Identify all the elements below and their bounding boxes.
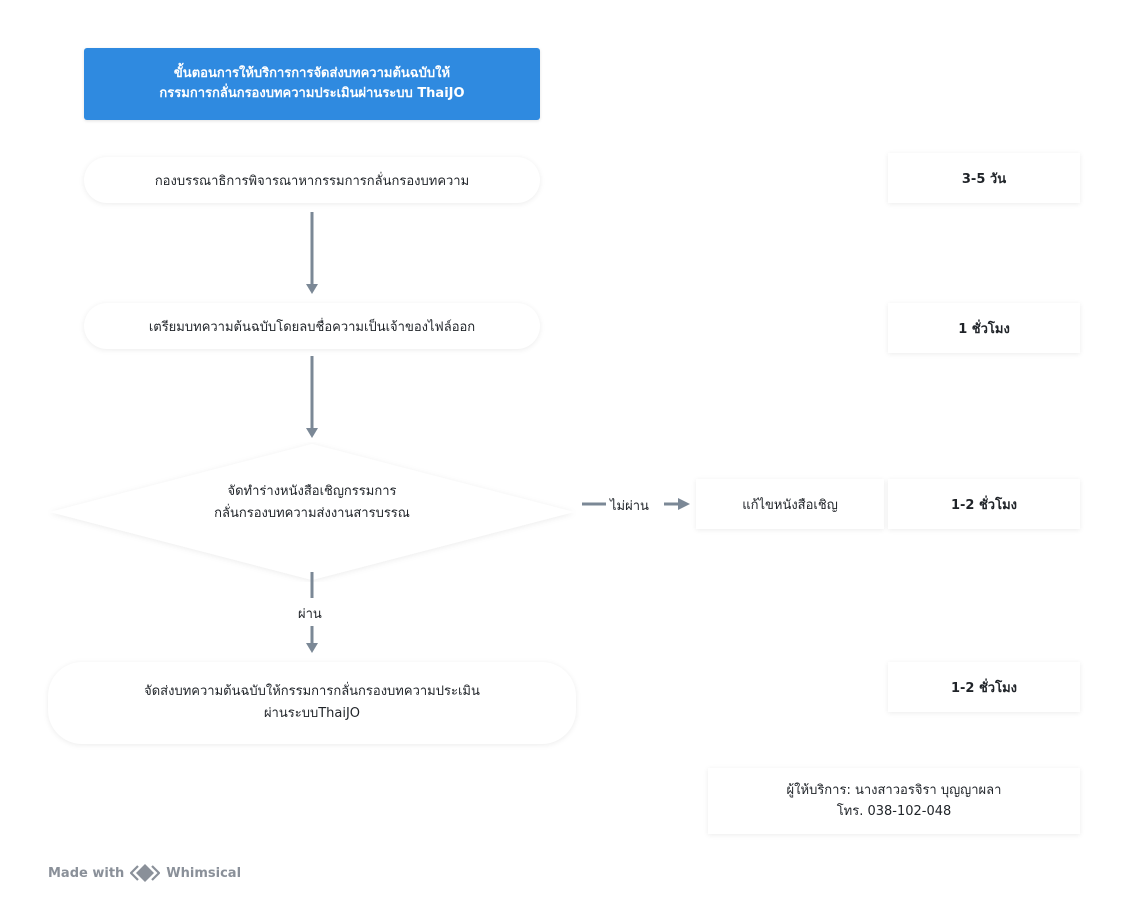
decision-line2: กลั่นกรองบทความส่งงานสารบรรณ	[214, 506, 410, 521]
whimsical-brand: Whimsical	[166, 865, 242, 881]
flow-title: ขั้นตอนการให้บริการการจัดส่งบทความต้นฉบั…	[84, 48, 540, 120]
step-prepare-manuscript: เตรียมบทความต้นฉบับโดยลบชื่อความเป็นเจ้า…	[84, 303, 540, 349]
arrowhead-step4	[306, 643, 318, 653]
arrowhead-decision	[306, 428, 318, 438]
decision-draft-invitation: จัดทำร่างหนังสือเชิญกรรมการ กลั่นกรองบทค…	[120, 480, 504, 526]
step-prepare-manuscript-label: เตรียมบทความต้นฉบับโดยลบชื่อความเป็นเจ้า…	[148, 319, 476, 335]
flow-title-line1: ขั้นตอนการให้บริการการจัดส่งบทความต้นฉบั…	[173, 66, 451, 81]
duration-step4: 1-2 ชั่วโมง	[888, 662, 1080, 712]
duration-step1-label: 3-5 วัน	[961, 171, 1007, 187]
duration-step2-label: 1 ชั่วโมง	[958, 321, 1010, 337]
fix-invitation-label: แก้ไขหนังสือเชิญ	[742, 497, 838, 513]
label-fail: ไม่ผ่าน	[608, 495, 651, 516]
decision-line1: จัดทำร่างหนังสือเชิญกรรมการ	[227, 484, 397, 499]
duration-step2: 1 ชั่วโมง	[888, 303, 1080, 353]
duration-step1: 3-5 วัน	[888, 153, 1080, 203]
decision-diamond	[50, 444, 574, 580]
flow-title-line2: กรรมการกลั่นกรองบทความประเมินผ่านระบบ Th…	[159, 86, 465, 101]
duration-step3-label: 1-2 ชั่วโมง	[950, 497, 1018, 513]
duration-step4-label: 1-2 ชั่วโมง	[950, 680, 1018, 696]
provider-phone: โทร. 038-102-048	[836, 804, 952, 819]
step-send-to-reviewers: จัดส่งบทความต้นฉบับให้กรรมการกลั่นกรองบท…	[48, 662, 576, 744]
arrowhead-step2	[306, 284, 318, 294]
whimsical-logo-icon	[130, 864, 161, 882]
arrowhead-fix	[678, 498, 690, 510]
made-with-badge[interactable]: Made with Whimsical	[48, 862, 241, 884]
step-find-reviewers: กองบรรณาธิการพิจารณาหากรรมการกลั่นกรองบท…	[84, 157, 540, 203]
step-send-line1: จัดส่งบทความต้นฉบับให้กรรมการกลั่นกรองบท…	[144, 684, 480, 699]
step-find-reviewers-label: กองบรรณาธิการพิจารณาหากรรมการกลั่นกรองบท…	[154, 173, 470, 189]
label-pass: ผ่าน	[296, 603, 324, 624]
made-with-text: Made with	[48, 865, 125, 881]
step-send-line2: ผ่านระบบThaiJO	[263, 706, 361, 721]
fix-invitation-box: แก้ไขหนังสือเชิญ	[696, 479, 884, 529]
duration-step3: 1-2 ชั่วโมง	[888, 479, 1080, 529]
provider-name: ผู้ให้บริการ: นางสาวอรจิรา บุญญาผลา	[786, 783, 1002, 798]
service-provider-box: ผู้ให้บริการ: นางสาวอรจิรา บุญญาผลา โทร.…	[708, 768, 1080, 834]
